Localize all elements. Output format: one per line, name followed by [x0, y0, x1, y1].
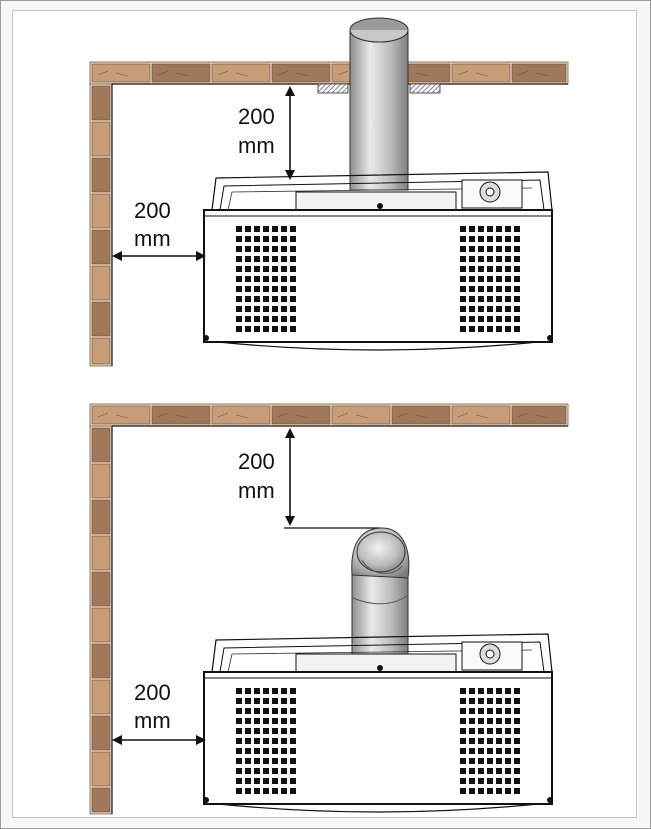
top-installation: 200 mm 200 mm	[89, 17, 569, 367]
brick	[91, 63, 151, 83]
vent-grille-right	[460, 688, 520, 794]
brick	[451, 405, 511, 425]
top-wall-clearance-value: 200	[134, 198, 171, 223]
brick	[331, 405, 391, 425]
brick	[211, 63, 271, 83]
brick	[91, 337, 111, 365]
top-wall-clearance-unit: mm	[134, 226, 171, 251]
brick	[91, 535, 111, 571]
vent-grille-left	[236, 688, 296, 794]
top-ceiling-clearance-unit: mm	[238, 133, 275, 158]
brick	[91, 463, 111, 499]
bottom-ceiling-clearance: 200 mm	[238, 428, 295, 526]
brick	[91, 405, 151, 425]
brick	[91, 301, 111, 337]
brick	[151, 405, 211, 425]
brick	[91, 643, 111, 679]
gear-icon	[461, 641, 523, 671]
brick	[91, 751, 111, 787]
bottom-side-wall	[89, 425, 113, 815]
top-wall-clearance: 200 mm	[112, 198, 206, 261]
elbow-flue-pipe	[351, 527, 410, 666]
brick	[271, 405, 331, 425]
straight-flue-pipe	[349, 17, 409, 191]
bottom-wall-clearance-value: 200	[134, 680, 171, 705]
top-heater-unit	[203, 171, 553, 351]
bottom-installation: 200 mm 200 mm	[89, 403, 569, 815]
flashing-left	[317, 83, 349, 94]
brick	[271, 63, 331, 83]
brick	[91, 607, 111, 643]
bottom-wall-clearance: 200 mm	[112, 680, 206, 745]
brick	[391, 405, 451, 425]
brick	[511, 63, 567, 83]
top-ceiling-clearance-value: 200	[238, 104, 275, 129]
brick	[91, 715, 111, 751]
bottom-wall-clearance-unit: mm	[134, 708, 171, 733]
brick	[91, 85, 111, 121]
vent-grille-right	[460, 226, 520, 332]
brick	[91, 787, 111, 813]
brick	[91, 121, 111, 157]
brick	[211, 405, 271, 425]
brick	[151, 63, 211, 83]
bottom-heater-unit	[203, 633, 553, 813]
brick	[91, 265, 111, 301]
brick	[511, 405, 567, 425]
top-ceiling-wall	[89, 61, 569, 85]
bottom-ceiling-wall	[89, 403, 569, 427]
gear-icon	[461, 179, 523, 209]
brick	[91, 157, 111, 193]
top-side-wall	[89, 83, 113, 367]
vent-grille-left	[236, 226, 296, 332]
brick	[91, 427, 111, 463]
brick	[451, 63, 511, 83]
bottom-ceiling-clearance-unit: mm	[238, 478, 275, 503]
brick	[91, 571, 111, 607]
bottom-ceiling-clearance-value: 200	[238, 449, 275, 474]
brick	[91, 499, 111, 535]
brick	[91, 193, 111, 229]
flashing-right	[409, 83, 441, 94]
top-ceiling-clearance: 200 mm	[238, 86, 295, 180]
brick	[91, 679, 111, 715]
brick	[91, 229, 111, 265]
